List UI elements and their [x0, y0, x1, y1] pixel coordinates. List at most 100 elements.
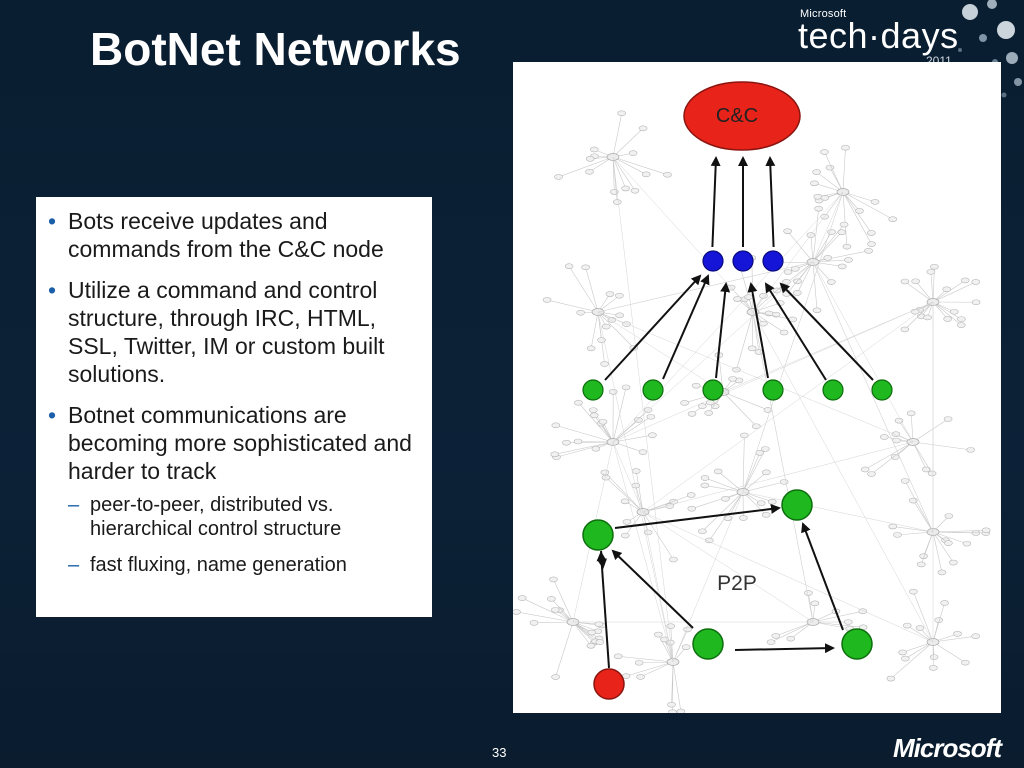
- bg-node: [668, 709, 677, 715]
- bg-edge: [912, 441, 927, 470]
- bg-node: [783, 269, 793, 275]
- bg-node: [721, 496, 730, 502]
- bg-edge: [554, 441, 614, 455]
- bg-node: [600, 469, 610, 476]
- bg-edge: [930, 271, 934, 303]
- bg-node: [585, 156, 595, 162]
- bg-node: [929, 654, 939, 660]
- bg-edge: [932, 641, 966, 663]
- bg-node: [587, 629, 597, 636]
- bg-edge: [904, 480, 934, 533]
- bg-node: [739, 515, 748, 521]
- bg-node: [595, 639, 605, 645]
- bullet-marker: •: [48, 277, 57, 303]
- bg-node: [576, 309, 585, 316]
- bg-node: [733, 296, 742, 302]
- brand-company: Microsoft: [800, 8, 847, 20]
- bg-edge: [597, 311, 674, 663]
- bot-node: [822, 379, 844, 401]
- bg-edge: [671, 661, 674, 705]
- bg-node: [956, 322, 966, 328]
- bg-node: [551, 607, 560, 613]
- bg-edge: [812, 191, 844, 263]
- bg-edge: [770, 621, 814, 643]
- bg-edge: [534, 621, 574, 624]
- bg-node: [879, 434, 889, 440]
- bg-node: [783, 228, 792, 234]
- bg-node: [550, 451, 560, 458]
- bg-node: [766, 639, 776, 645]
- bg-node: [621, 384, 631, 391]
- bg-node: [942, 286, 952, 293]
- bg-node: [891, 431, 901, 437]
- bg-node: [767, 498, 777, 505]
- bg-edge: [912, 441, 971, 451]
- bg-node: [864, 248, 873, 254]
- bg-node: [641, 171, 651, 178]
- bg-node: [630, 187, 640, 194]
- bg-node: [961, 659, 970, 666]
- bg-edge: [742, 491, 767, 516]
- bg-node: [622, 519, 632, 525]
- bg-edge: [812, 261, 934, 533]
- bg-node: [562, 439, 571, 446]
- bg-node: [687, 411, 697, 417]
- bg-node: [755, 450, 765, 456]
- bg-node: [638, 125, 648, 132]
- bg-node: [638, 449, 648, 455]
- bg-node: [915, 625, 925, 631]
- bg-node: [827, 279, 836, 285]
- bg-node: [960, 277, 970, 284]
- bg-edge: [932, 529, 987, 533]
- bg-edge: [736, 311, 754, 370]
- bg-node: [589, 146, 599, 153]
- page-number: 33: [492, 745, 507, 760]
- bg-edge: [742, 435, 745, 493]
- bg-edge: [842, 191, 893, 220]
- bg-edge: [742, 481, 785, 493]
- sub-bullet-marker: –: [68, 494, 80, 516]
- bg-edge: [635, 485, 644, 513]
- bg-node: [585, 168, 594, 175]
- decorative-dots-icon: [958, 0, 1022, 98]
- bg-node: [542, 297, 552, 303]
- bg-edge: [742, 452, 761, 493]
- sub-bullet-text: peer-to-peer, distributed vs. hierarchic…: [90, 494, 342, 540]
- sub-bullet-marker: –: [68, 554, 80, 576]
- bg-edge: [892, 526, 934, 533]
- relay-node: [762, 250, 784, 272]
- bg-node: [605, 291, 615, 297]
- connection-arrow: [747, 282, 769, 379]
- bg-node: [667, 701, 676, 708]
- bg-node: [600, 361, 609, 367]
- diagram-nodes: [582, 81, 893, 700]
- bg-edge: [612, 128, 644, 158]
- bg-edge: [597, 311, 914, 443]
- bg-edge: [612, 156, 626, 189]
- bg-node: [760, 446, 770, 452]
- bullet-item: • Botnet communications are becoming mor…: [48, 401, 418, 577]
- bullet-list: • Bots receive updates and commands from…: [48, 207, 418, 577]
- bg-edge: [558, 156, 614, 178]
- p2p-bot-node: [692, 628, 724, 660]
- bg-node: [646, 413, 656, 420]
- bullet-item: • Utilize a command and control structur…: [48, 276, 418, 388]
- bg-node: [517, 595, 527, 601]
- bg-edge: [555, 425, 614, 443]
- bg-edge: [932, 280, 966, 303]
- bg-node: [621, 185, 630, 192]
- bg-node: [581, 264, 590, 271]
- bg-node: [837, 263, 847, 270]
- bg-edge: [786, 261, 814, 295]
- bg-node: [643, 529, 653, 536]
- bg-node: [962, 540, 972, 547]
- bg-node: [957, 316, 966, 322]
- bullet-text: Bots receive updates and commands from t…: [68, 208, 384, 262]
- bg-node: [858, 608, 868, 614]
- bg-node: [842, 243, 852, 250]
- bg-edge: [910, 413, 914, 443]
- bg-edge: [568, 266, 599, 313]
- bg-edge: [842, 191, 848, 247]
- bg-node: [943, 416, 953, 422]
- bg-edge: [556, 441, 614, 458]
